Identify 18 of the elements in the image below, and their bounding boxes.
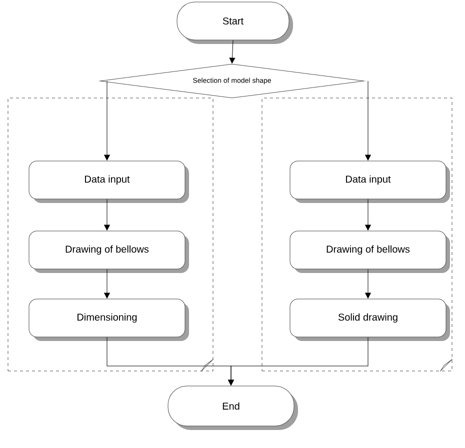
arrow: [104, 80, 110, 160]
terminal-box: End: [168, 386, 298, 430]
terminal-box: Start: [176, 2, 293, 44]
group-panel: [8, 98, 214, 372]
arrow: [104, 199, 110, 230]
arrow: [229, 40, 236, 64]
process-box: Drawing of bellows: [290, 230, 450, 273]
group-panel: [262, 98, 452, 372]
arrow: [365, 199, 371, 230]
arrow: [365, 269, 371, 298]
process-box: Solid drawing: [290, 298, 450, 341]
arrow: [104, 269, 110, 298]
process-box: Data input: [290, 160, 450, 203]
process-box: Dimensioning: [28, 298, 189, 341]
process-box: Data input: [28, 160, 189, 203]
process-box: Drawing of bellows: [28, 230, 189, 273]
arrow: [365, 80, 371, 160]
arrow: [228, 337, 368, 386]
